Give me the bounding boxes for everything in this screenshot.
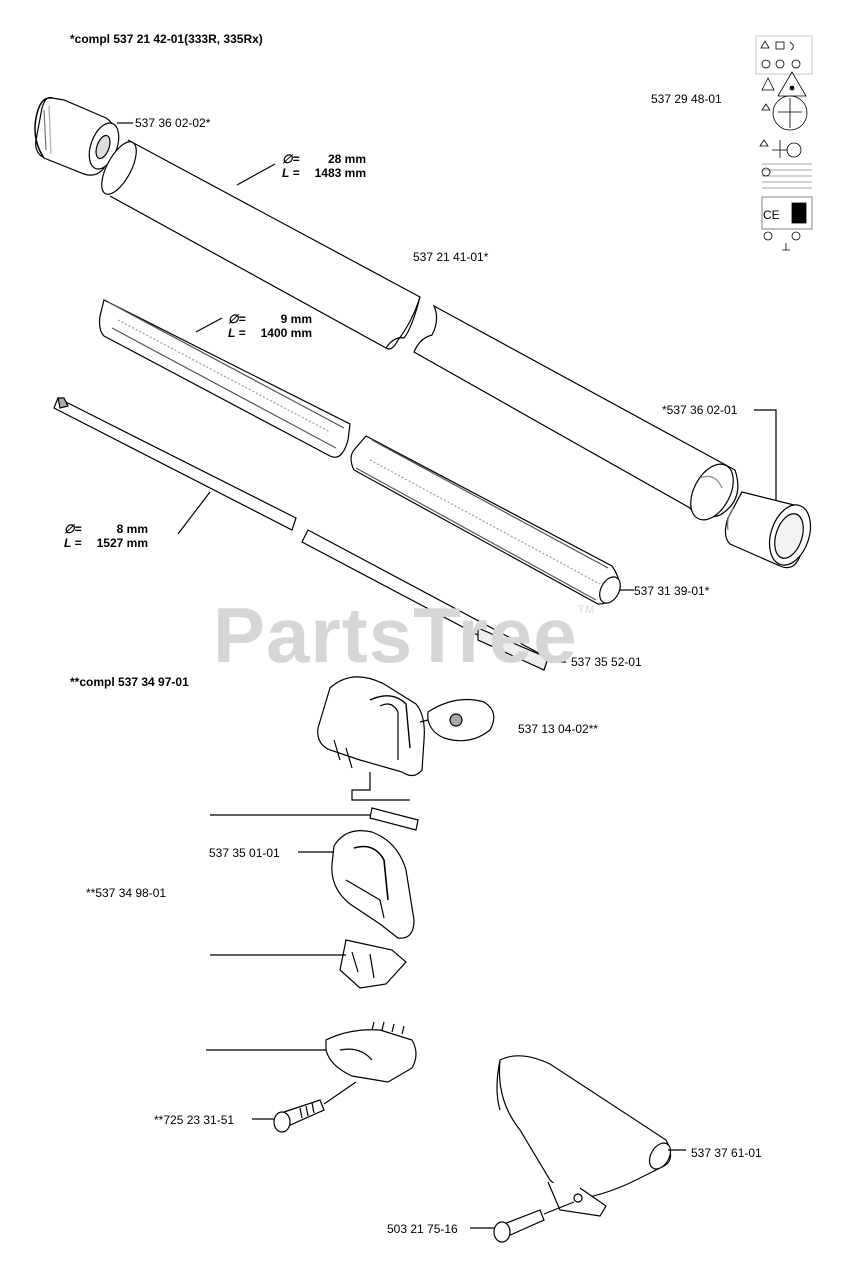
part-label-cap-right[interactable]: *537 36 02-01 [662,403,738,417]
part-label-screw-left[interactable]: **725 23 31-51 [154,1113,235,1127]
svg-text:CE: CE [763,208,780,222]
compl-secondary-label: **compl 537 34 97-01 [70,675,189,689]
leader-clamp-top [419,719,429,723]
liner-len-symbol: L = [228,326,246,340]
screw-bottom-drawing [493,1209,545,1243]
compl-main-models: (333R, 335Rx) [184,32,263,46]
shaft-dia-symbol: ∅= [64,522,82,536]
part-label-handle[interactable]: 537 35 01-01 [209,846,280,860]
tube-dia-value: 28 mm [327,152,366,166]
leader-liner [195,317,223,333]
screw-left-drawing [273,1099,325,1133]
tube-len-value: 1483 mm [314,166,366,180]
shaft-dia-value: 8 mm [116,522,148,536]
part-label-liner[interactable]: 537 31 39-01* [634,584,710,598]
part-label-screw-bottom[interactable]: 503 21 75-16 [387,1222,458,1236]
shaft-len-symbol: L = [64,536,82,550]
shaft-dimensions: ∅= 8 mm L = 1527 mm [64,522,148,550]
guard-drawing [496,1055,672,1217]
leader-screw-fit-2 [543,1201,575,1215]
watermark-tm: TM [577,604,596,616]
tube-dia-symbol: ∅= [282,152,300,166]
leader-screw-fit [323,1081,357,1105]
part-label-guard[interactable]: 537 37 61-01 [691,1146,762,1160]
leader-shaft-dim [177,491,211,535]
watermark: PartsTreeTM [213,590,595,681]
watermark-text: PartsTree [213,591,578,679]
liner-dimensions: ∅= 9 mm L = 1400 mm [228,312,312,340]
leader-cap-right [754,409,777,500]
liner-dia-symbol: ∅= [228,312,246,326]
clamp-stem [351,772,410,801]
tube-drawing [101,139,739,521]
shaft-len-value: 1527 mm [96,536,148,550]
leader-tube [236,163,276,186]
compl-main-prefix: *compl 537 21 42-01 [70,32,185,46]
handle-drawing [331,830,415,939]
part-label-clamp-top[interactable]: 537 13 04-02** [518,722,599,736]
liner-len-value: 1400 mm [260,326,312,340]
decal-drawing: CE [755,35,813,251]
part-label-tube[interactable]: 537 21 41-01* [413,250,489,264]
clamp-lower-drawing [339,939,407,989]
shaft-drawing [53,397,549,671]
tube-len-symbol: L = [282,166,300,180]
tube-dimensions: ∅= 28 mm L = 1483 mm [282,152,366,180]
liner-dia-value: 9 mm [280,312,312,326]
compl-main-label: *compl 537 21 42-01(333R, 335Rx) [70,32,263,46]
part-label-decal[interactable]: 537 29 48-01 [651,92,722,106]
liner-drawing [98,299,621,605]
clamp-bottom-drawing [325,1021,417,1083]
cap-right-drawing [724,491,812,569]
clamp-top-drawing [317,676,495,777]
part-label-clamp-assembly[interactable]: **537 34 98-01 [86,886,167,900]
part-label-shaft[interactable]: 537 35 52-01 [571,655,642,669]
part-label-cap-top[interactable]: 537 36 02-02* [135,116,211,130]
